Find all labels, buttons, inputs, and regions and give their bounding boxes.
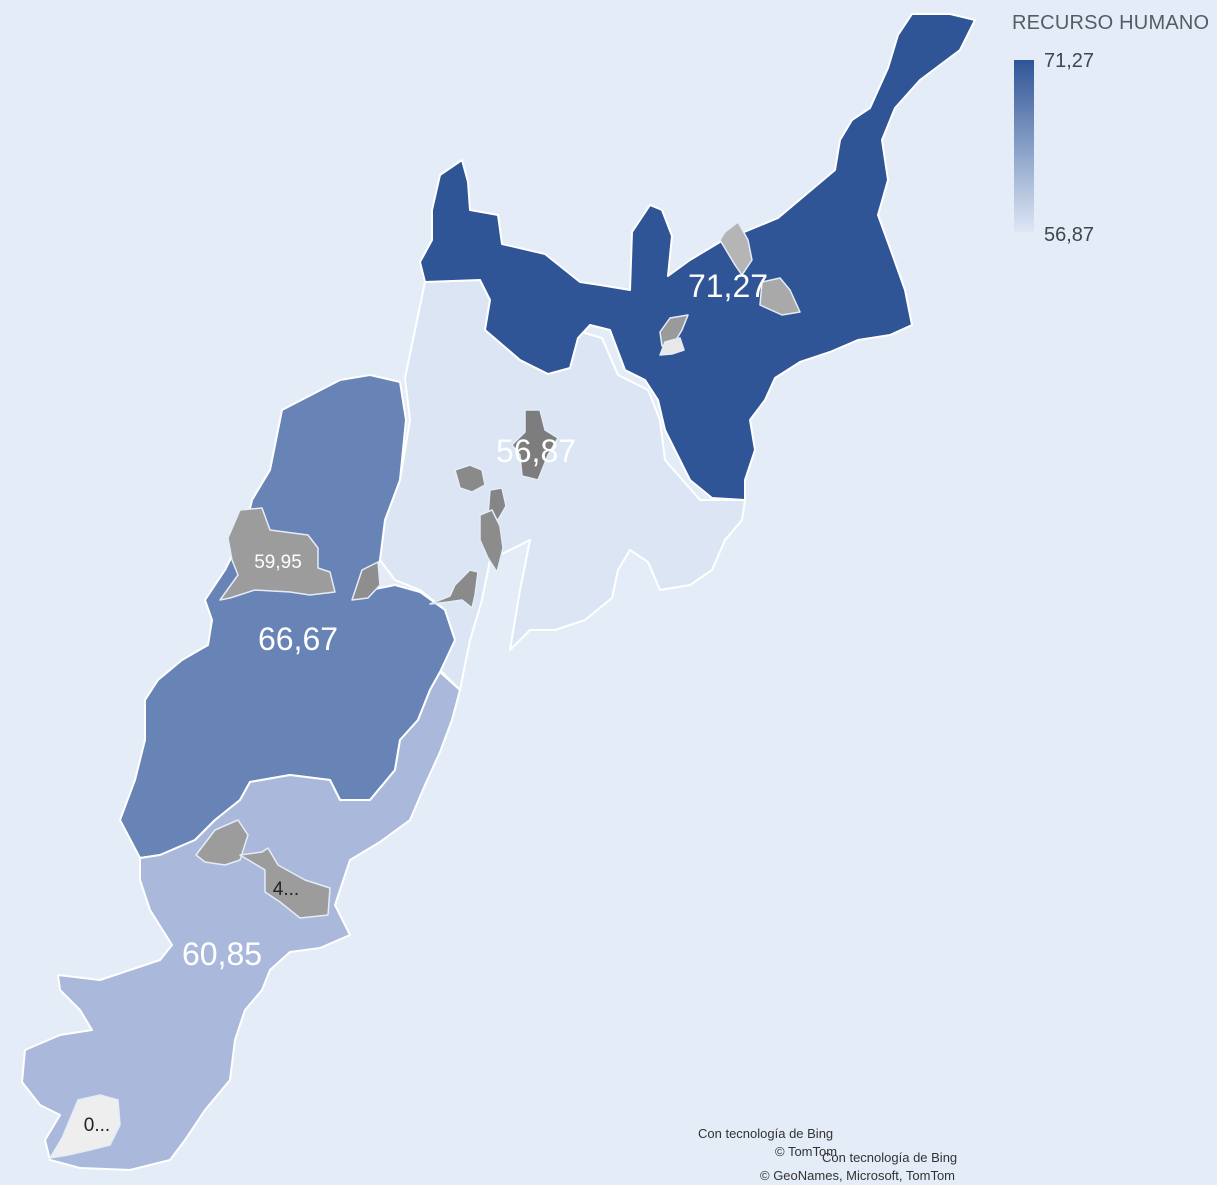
- legend-min-label: 56,87: [1044, 224, 1095, 246]
- municipality-area[interactable]: [759, 277, 801, 316]
- tomtom-credit: © TomTom: [775, 1144, 838, 1159]
- municipality-area[interactable]: [219, 507, 336, 601]
- region-60-85[interactable]: [21, 671, 461, 1171]
- legend-gradient-bar: [1014, 60, 1034, 232]
- legend-max-label: 71,27: [1044, 50, 1095, 72]
- municipality-area[interactable]: [49, 1094, 121, 1159]
- municipality-area[interactable]: [479, 509, 504, 573]
- region-label-56-87: 56,87: [496, 433, 576, 469]
- region-label-71-27: 71,27: [688, 268, 768, 304]
- municipality-area[interactable]: [195, 819, 249, 866]
- region-label-66-67: 66,67: [258, 621, 338, 657]
- bing-credit-2: Con tecnología de Bing: [822, 1150, 958, 1165]
- bing-credit: Con tecnología de Bing: [698, 1126, 834, 1141]
- municipality-area[interactable]: [239, 847, 331, 919]
- municipality-label: 0...: [84, 1115, 110, 1136]
- municipality-label: 4...: [273, 879, 299, 900]
- municipality-area[interactable]: [719, 221, 753, 276]
- legend-title: RECURSO HUMANO: [1012, 12, 1210, 34]
- municipality-area[interactable]: [511, 409, 559, 481]
- region-label-60-85: 60,85: [182, 936, 262, 972]
- region-71-27[interactable]: [419, 13, 976, 501]
- municipality-area[interactable]: [659, 337, 685, 356]
- municipality-area[interactable]: [454, 464, 486, 493]
- geonames-credit: © GeoNames, Microsoft, TomTom: [760, 1168, 955, 1183]
- municipality-area[interactable]: [351, 561, 381, 601]
- municipality-label: 59,95: [254, 552, 302, 573]
- municipality-area[interactable]: [429, 569, 479, 609]
